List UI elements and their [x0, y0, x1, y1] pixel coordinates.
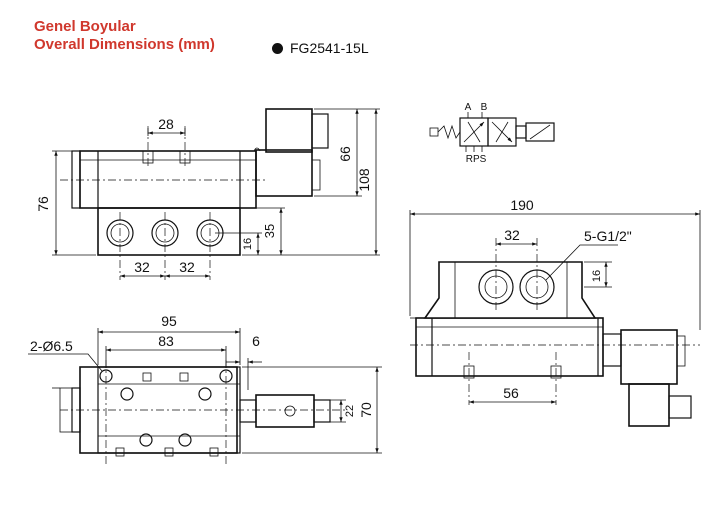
dim-total-height: 108: [356, 168, 372, 192]
dim-overall-length: 190: [510, 197, 534, 213]
symbol-port-b: B: [481, 102, 488, 113]
symbol-port-a: A: [465, 102, 472, 113]
dim-solenoid-width: 22: [344, 405, 356, 417]
dim-port-pitch-b: 32: [179, 259, 195, 275]
top-view: 95 83 2-Ø6.5 6 70 22: [28, 313, 382, 465]
dim-hole-pitch: 83: [158, 333, 174, 349]
dim-top-spacing: 28: [158, 116, 174, 132]
dim-port-height: 35: [262, 224, 277, 238]
dim-side-port-height: 16: [591, 270, 603, 282]
dim-port-pitch: 32: [504, 227, 520, 243]
dim-offset: 6: [252, 333, 260, 349]
dim-base-pitch: 56: [503, 385, 519, 401]
filled-circle-icon: [272, 42, 283, 54]
dim-hole-spec: 2-Ø6.5: [30, 338, 73, 354]
side-view: 190 32 5-G1/2" 16 56: [409, 197, 701, 427]
dim-port-spec: 5-G1/2": [584, 228, 632, 244]
dim-port-pitch-a: 32: [134, 259, 150, 275]
valve-symbol: A B RPS: [429, 102, 555, 165]
dim-body-length: 95: [161, 313, 177, 329]
dim-overall-height: 76: [35, 196, 51, 212]
title-english: Overall Dimensions (mm): [34, 36, 215, 53]
dim-port-center: 16: [242, 238, 254, 250]
dim-solenoid-height: 66: [337, 146, 353, 162]
dim-width: 70: [358, 402, 374, 418]
model-number: FG2541-15L: [290, 40, 369, 56]
title-turkish: Genel Boyular: [34, 18, 136, 35]
front-view: 28 76 66 108 35 16 32 32: [35, 108, 380, 280]
page-title: Genel Boyular Overall Dimensions (mm): [34, 18, 215, 54]
symbol-ports-bottom: RPS: [466, 154, 487, 165]
model-label: FG2541-15L: [272, 40, 369, 56]
